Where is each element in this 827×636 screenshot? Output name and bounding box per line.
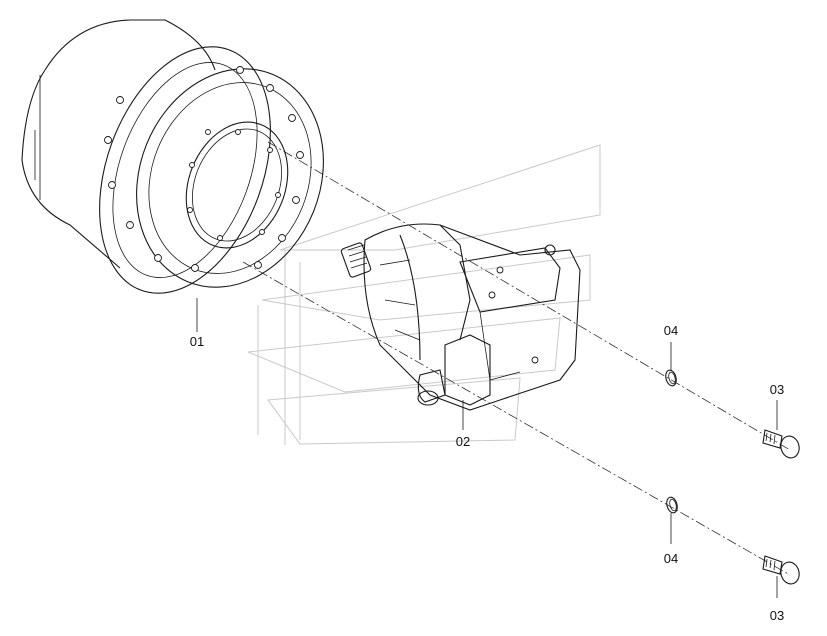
leader-lines xyxy=(196,298,778,598)
retaining-ring-lower xyxy=(666,496,678,514)
hydraulic-motor xyxy=(340,223,581,411)
watermark-logo xyxy=(247,144,601,445)
bolt-upper xyxy=(762,429,800,459)
part-label-04-lower: 04 xyxy=(664,551,678,566)
part-label-02: 02 xyxy=(456,434,470,449)
part-label-03-upper: 03 xyxy=(770,382,784,397)
assembly-centerlines xyxy=(242,141,791,576)
part-label-03-lower: 03 xyxy=(770,608,784,623)
drive-gearbox-housing xyxy=(21,19,324,294)
retaining-ring-upper xyxy=(665,369,677,387)
part-label-04-upper: 04 xyxy=(664,323,678,338)
bolt-lower xyxy=(762,555,800,585)
part-label-01: 01 xyxy=(190,334,204,349)
